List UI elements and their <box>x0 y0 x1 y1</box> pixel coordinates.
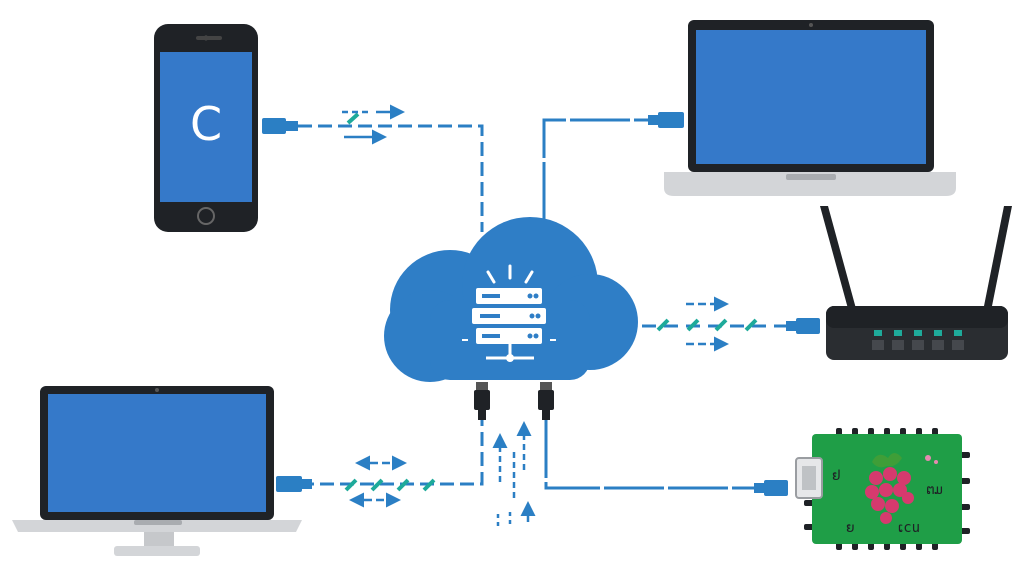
link-phone-cloud <box>298 124 484 232</box>
laptop-icon <box>664 20 956 196</box>
packet-accents <box>344 112 758 492</box>
link-cloud-pi <box>544 418 754 490</box>
pi-label-3: ຍ <box>846 520 854 536</box>
usb-connector-icon <box>648 112 684 128</box>
usb-connectors <box>262 112 820 496</box>
raspberry-logo <box>865 453 914 524</box>
link-cloud-laptop <box>542 118 648 222</box>
phone-screen-glyph: C <box>190 97 222 151</box>
flow-arrows <box>342 104 729 530</box>
smartphone-icon: C <box>154 24 258 232</box>
usb-connector-icon <box>786 318 820 334</box>
pi-label-4: ເcu <box>898 520 920 536</box>
pi-label-1: ຢ <box>832 468 840 484</box>
link-laptop-cloud <box>300 418 484 486</box>
laptop-icon <box>12 386 302 556</box>
cloud-icon <box>384 217 638 382</box>
server-icon <box>462 264 556 362</box>
usb-connector-icon <box>754 480 788 496</box>
router-icon <box>820 206 1012 360</box>
pi-label-2: ຕມ <box>926 482 943 498</box>
usb-connector-icon <box>276 476 312 492</box>
usb-connector-icon <box>474 382 490 420</box>
usb-connector-icon <box>538 382 554 420</box>
usb-connector-icon <box>262 118 298 134</box>
raspberry-pi-icon: ຢ ຕມ ຍ ເcu <box>795 428 970 550</box>
